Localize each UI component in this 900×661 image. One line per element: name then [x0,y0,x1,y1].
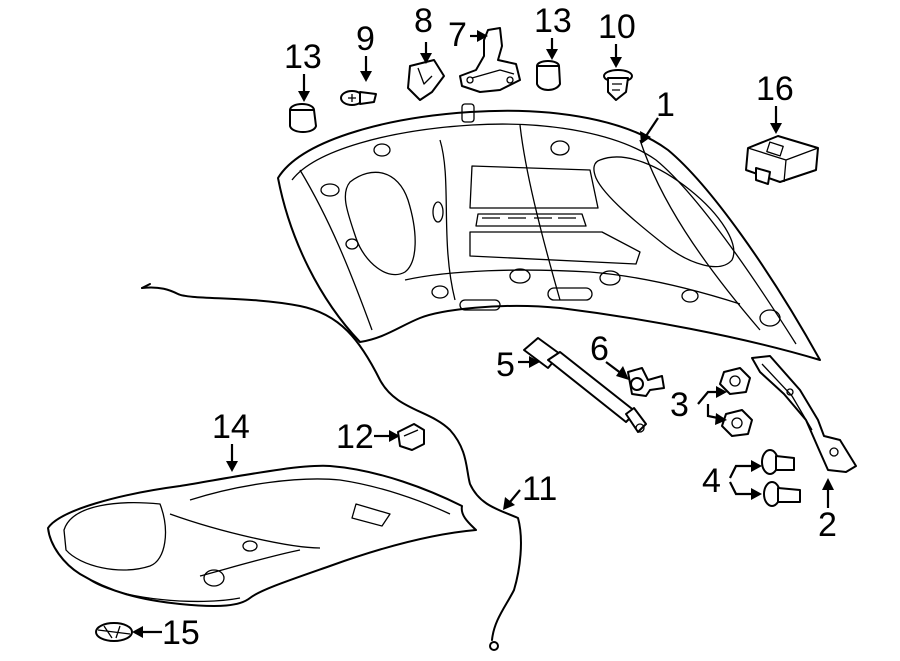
hood-bumper-right [536,60,561,91]
callout-11: 11 [522,470,557,508]
callout-6: 6 [590,330,609,368]
hinge-bolts [761,449,801,507]
callout-13-left: 13 [284,38,322,76]
callout-10: 10 [598,8,636,46]
callout-5: 5 [496,346,515,384]
screw [340,90,377,106]
callout-3: 3 [670,386,689,424]
callout-numbers: 1 2 3 4 5 6 7 8 9 10 11 12 13 13 14 15 1… [162,2,837,652]
callout-4: 4 [702,462,721,500]
electronic-module [745,135,819,185]
hood-panel [277,103,821,361]
hood-hinge [751,355,857,473]
callout-2: 2 [818,506,837,544]
callout-1: 1 [656,86,675,124]
release-cable [141,283,522,651]
callout-14: 14 [212,408,250,446]
push-pin-retainer [603,69,633,101]
insulator-retainer [95,622,133,642]
callout-7: 7 [448,16,467,54]
callout-16: 16 [756,70,794,108]
callout-leaders [132,30,834,638]
callout-8: 8 [414,2,433,40]
hinge-nuts [719,367,753,437]
lift-support [523,337,647,433]
cable-clip [397,423,425,451]
callout-9: 9 [356,20,375,58]
latch-striker [459,27,521,93]
callout-13-right: 13 [534,2,572,40]
ball-stud [627,367,665,397]
hood-clip [407,59,445,101]
callout-12: 12 [336,418,374,456]
callout-15: 15 [162,614,200,652]
hood-insulator [47,464,477,607]
hood-bumper-left [289,103,317,133]
